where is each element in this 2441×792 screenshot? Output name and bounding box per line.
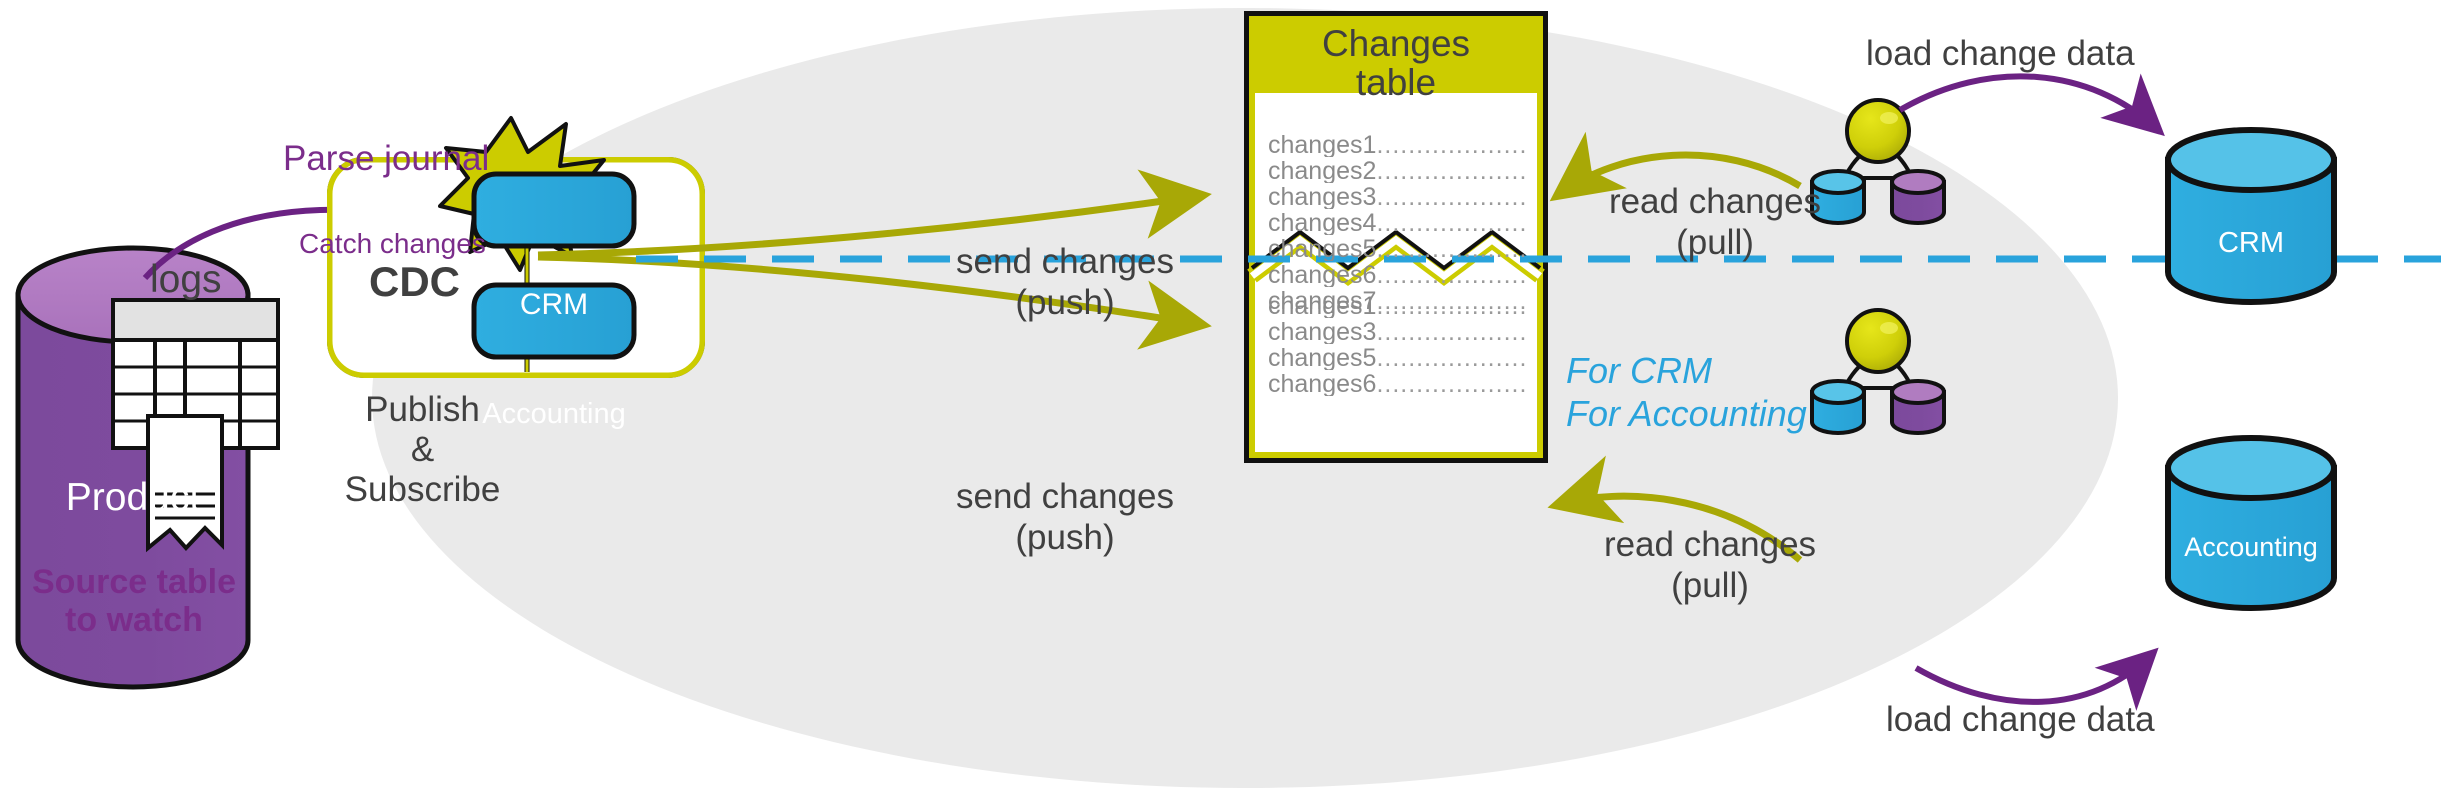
changes-table-row-label: changes6 (1268, 370, 1377, 396)
source-doc-label: logs (150, 258, 222, 301)
cdc-subscriber-accounting-label[interactable]: Accounting (482, 398, 626, 430)
changes-table-row: changes6................................… (1268, 261, 1526, 287)
cdc-title: CDC (369, 258, 460, 305)
changes-table-row-label: changes3 (1268, 183, 1377, 209)
changes-table-row-label: changes5 (1268, 344, 1377, 370)
send-changes-bottom-arrow (537, 253, 1212, 350)
changes-table-shape (1244, 11, 1548, 463)
send-changes-top-line1: send changes (956, 242, 1174, 281)
send-changes-bottom-line1: send changes (956, 477, 1174, 516)
parse-journal-label: Parse journal (283, 139, 490, 178)
send-changes-bottom-line2: (push) (1015, 518, 1115, 557)
cdc-subscriber-accounting-shape[interactable] (471, 282, 637, 360)
changes-table-top-rows: changes1................................… (1268, 131, 1526, 313)
divider-label-for-accounting: For Accounting (1566, 393, 1807, 434)
changes-table-header-line2: table (1355, 62, 1437, 103)
changes-table-row-label: changes4 (1268, 209, 1377, 235)
changes-table-row-leader: ........................................… (1376, 344, 1526, 370)
target-database-accounting-icon[interactable] (2165, 435, 2337, 611)
changes-table-row-leader: ........................................… (1376, 318, 1526, 344)
cdc-subtitle-line2: & (410, 430, 435, 469)
changes-table-row-label: changes5 (1268, 235, 1377, 261)
cdc-subscriber-crm-shape[interactable] (471, 171, 637, 249)
changes-table-row-leader: ........................................… (1376, 235, 1526, 261)
changes-table-row: changes1................................… (1268, 292, 1526, 318)
load-change-data-bottom-label: load change data (1886, 700, 2155, 739)
changes-table-row-leader: ........................................… (1376, 287, 1526, 313)
etl-worker-crm-icon (1810, 98, 1946, 225)
changes-table-row-leader: ........................................… (1376, 261, 1526, 287)
changes-table-row-label: changes6 (1268, 261, 1377, 287)
divider-label-for-crm: For CRM (1566, 350, 1712, 391)
changes-table-row-leader: ........................................… (1376, 209, 1526, 235)
changes-table-row-label: changes1 (1268, 292, 1377, 318)
read-changes-bottom-arrow (1547, 455, 1803, 563)
catch-changes-label: Catch changes (299, 228, 486, 259)
source-grid-table-icon (111, 298, 280, 450)
changes-table-row-leader: ........................................… (1376, 183, 1526, 209)
changes-table-row: changes5................................… (1268, 344, 1526, 370)
changes-table-row-leader: ........................................… (1376, 157, 1526, 183)
load-change-data-top-label: load change data (1866, 34, 2135, 73)
source-log-document-icon (146, 414, 224, 553)
read-changes-top-line1: read changes (1608, 182, 1822, 221)
cdc-subscriber-crm-label[interactable]: CRM (519, 288, 589, 321)
target-database-crm-icon[interactable] (2165, 127, 2337, 305)
source-caption-line1: Source table (31, 563, 237, 601)
changes-table-row: changes5................................… (1268, 235, 1526, 261)
changes-table-row: changes6................................… (1268, 370, 1526, 396)
read-changes-top-arrow (1549, 131, 1802, 202)
changes-table-row: changes7................................… (1268, 287, 1526, 313)
changes-table-row: changes2................................… (1268, 157, 1526, 183)
source-caption-line2: to watch (65, 601, 203, 639)
send-changes-top-arrow (537, 169, 1212, 259)
target-database-crm-label[interactable]: CRM (2217, 227, 2285, 259)
load-change-data-top-arrow (1898, 73, 2165, 137)
changes-table-row-leader: ........................................… (1376, 131, 1526, 157)
changes-table-row: changes4................................… (1268, 209, 1526, 235)
read-changes-bottom-line2: (pull) (1671, 566, 1749, 605)
changes-table-row-label: changes7 (1268, 287, 1377, 313)
send-changes-top-line2: (push) (1015, 283, 1115, 322)
changes-table-row-label: changes1 (1268, 131, 1377, 157)
changes-table-row: changes1................................… (1268, 131, 1526, 157)
cdc-subtitle-line3: Subscribe (344, 470, 501, 509)
changes-table-row-label: changes2 (1268, 157, 1377, 183)
load-change-data-bottom-arrow (1914, 647, 2159, 711)
changes-table-row: changes3................................… (1268, 183, 1526, 209)
etl-worker-accounting-icon (1810, 308, 1946, 435)
changes-table-bottom-rows: changes1................................… (1268, 292, 1526, 396)
read-changes-top-line2: (pull) (1676, 223, 1754, 262)
changes-table-header-line1: Changes (1321, 23, 1471, 64)
cdc-subtitle-line1: Publish (365, 390, 480, 429)
changes-table-row-label: changes3 (1268, 318, 1377, 344)
changes-table-row: changes3................................… (1268, 318, 1526, 344)
changes-table-row-leader: ........................................… (1376, 292, 1526, 318)
changes-table-row-leader: ........................................… (1376, 370, 1526, 396)
read-changes-bottom-line1: read changes (1603, 525, 1817, 564)
source-cylinder-label: Product (65, 476, 201, 519)
target-database-accounting-label[interactable]: Accounting (2184, 532, 2318, 562)
